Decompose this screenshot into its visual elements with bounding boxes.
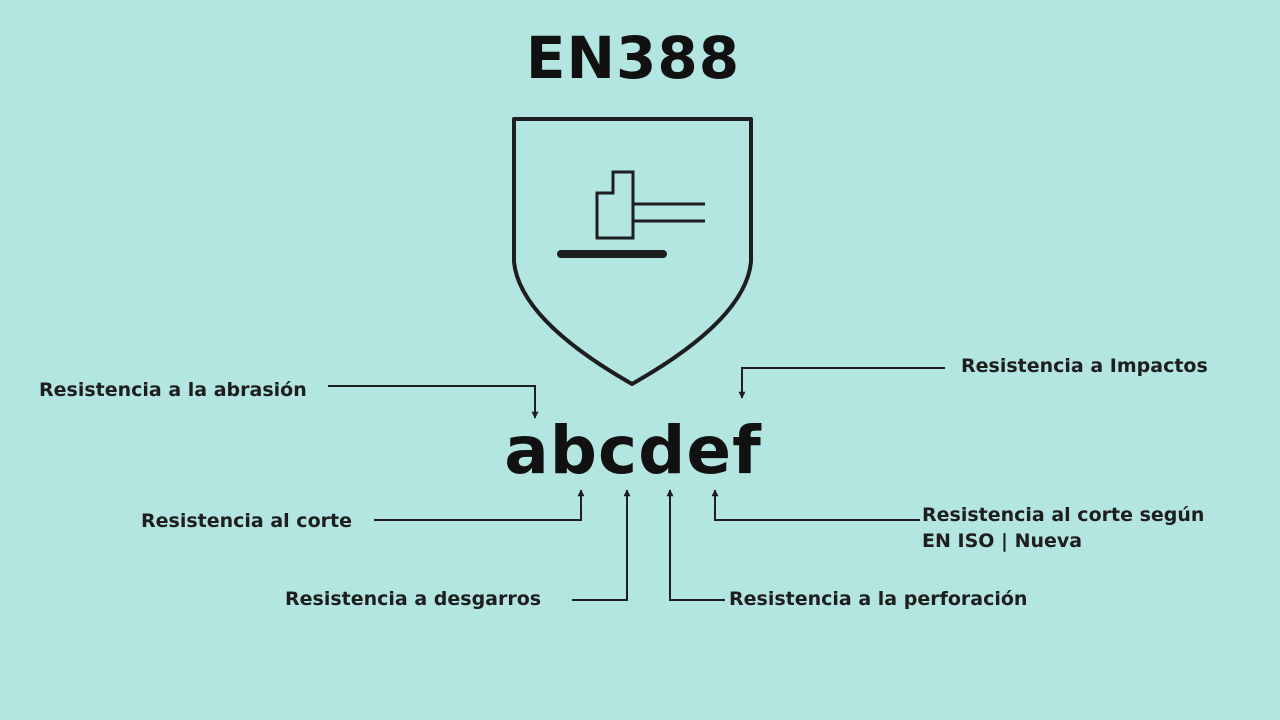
label-abrasion: Resistencia a la abrasión xyxy=(39,379,307,401)
label-impact: Resistencia a Impactos xyxy=(961,355,1208,377)
leader-cut xyxy=(374,489,585,521)
diagram-title: EN388 xyxy=(525,24,741,92)
leader-cut-iso xyxy=(711,489,920,521)
label-puncture: Resistencia a la perforación xyxy=(729,588,1028,610)
shield-icon xyxy=(512,117,753,386)
leader-abrasion xyxy=(328,385,539,419)
leader-puncture xyxy=(666,489,725,601)
label-cut-iso-line2: EN ISO | Nueva xyxy=(922,530,1083,552)
label-cut-iso: Resistencia al corte según EN ISO | Nuev… xyxy=(922,502,1204,554)
leader-impact xyxy=(738,367,945,399)
hammer-icon xyxy=(595,170,705,240)
performance-code: abcdef xyxy=(504,412,762,489)
leader-tear xyxy=(572,489,631,601)
label-cut: Resistencia al corte xyxy=(141,510,352,532)
label-tear: Resistencia a desgarros xyxy=(285,588,542,610)
label-cut-iso-line1: Resistencia al corte según xyxy=(922,504,1205,526)
